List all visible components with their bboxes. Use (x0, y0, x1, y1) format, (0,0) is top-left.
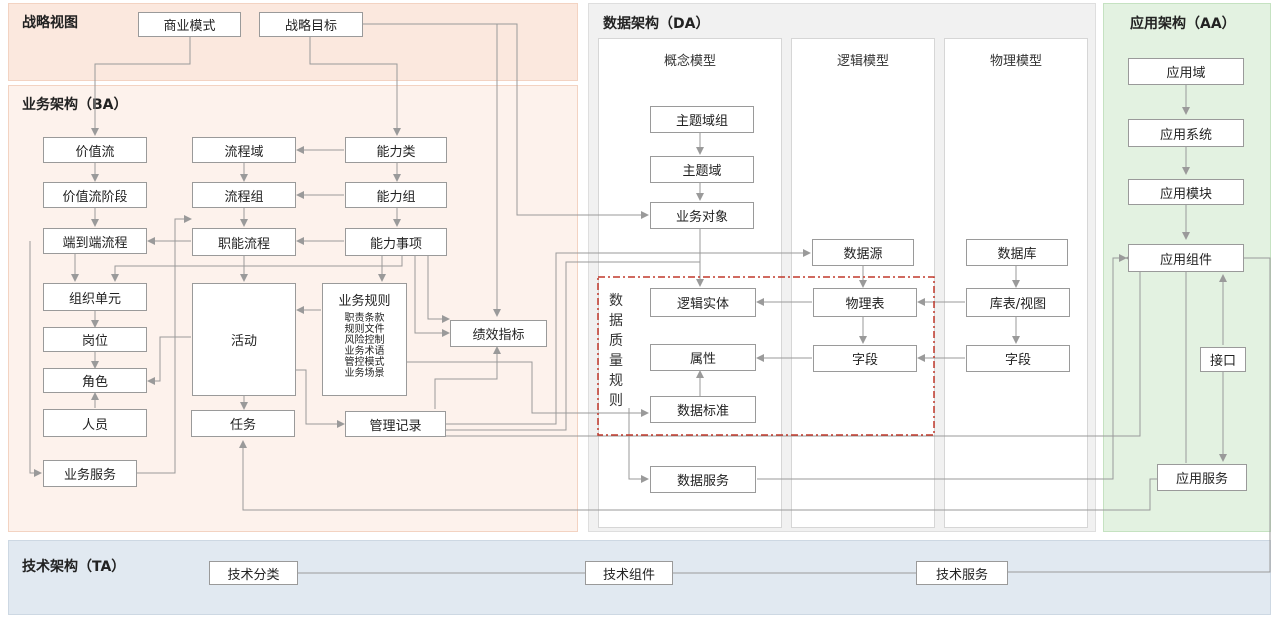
node-task[interactable]: 任务 (191, 410, 295, 437)
node-database[interactable]: 数据库 (966, 239, 1068, 266)
node-interface[interactable]: 接口 (1200, 347, 1246, 372)
node-business-rules[interactable]: 业务规则 职责条款 规则文件 风险控制 业务术语 管控模式 业务场景 (322, 283, 407, 396)
node-business-service[interactable]: 业务服务 (43, 460, 137, 487)
node-functional-process[interactable]: 职能流程 (192, 228, 296, 256)
node-management-record[interactable]: 管理记录 (345, 411, 446, 437)
business-rules-item: 职责条款 (344, 313, 385, 324)
da-title: 数据架构（DA） (603, 16, 710, 32)
node-process-domain[interactable]: 流程域 (192, 137, 296, 163)
node-activity[interactable]: 活动 (192, 283, 296, 396)
node-table-view[interactable]: 库表/视图 (966, 288, 1070, 317)
node-data-service[interactable]: 数据服务 (650, 466, 756, 493)
node-subject-area[interactable]: 主题域 (650, 156, 754, 183)
data-quality-rules-label: 数据质量规则 (609, 293, 623, 409)
business-rules-item: 业务术语 (344, 346, 385, 357)
node-value-stream[interactable]: 价值流 (43, 137, 147, 163)
business-rules-title: 业务规则 (338, 294, 391, 309)
aa-title: 应用架构（AA） (1130, 16, 1236, 32)
node-tech-service[interactable]: 技术服务 (916, 561, 1008, 585)
business-rules-item: 管控模式 (344, 357, 385, 368)
node-position[interactable]: 岗位 (43, 327, 147, 352)
node-field-physical[interactable]: 字段 (966, 345, 1070, 372)
node-tech-component[interactable]: 技术组件 (585, 561, 673, 585)
business-rules-item: 业务场景 (344, 368, 385, 379)
ba-title: 业务架构（BA） (22, 97, 128, 113)
node-app-module[interactable]: 应用模块 (1128, 179, 1244, 205)
node-data-standard[interactable]: 数据标准 (650, 396, 756, 423)
node-capability-group[interactable]: 能力组 (345, 182, 447, 208)
node-business-object[interactable]: 业务对象 (650, 202, 754, 229)
node-business-model[interactable]: 商业模式 (138, 12, 241, 37)
business-rules-item: 风险控制 (344, 335, 385, 346)
business-rules-item: 规则文件 (344, 324, 385, 335)
node-org-unit[interactable]: 组织单元 (43, 283, 147, 311)
node-attribute[interactable]: 属性 (650, 344, 756, 371)
node-app-system[interactable]: 应用系统 (1128, 119, 1244, 147)
node-app-component[interactable]: 应用组件 (1128, 244, 1244, 272)
ta-title: 技术架构（TA） (22, 559, 126, 575)
node-logical-entity[interactable]: 逻辑实体 (650, 288, 756, 317)
node-data-source[interactable]: 数据源 (812, 239, 914, 266)
node-role[interactable]: 角色 (43, 368, 147, 393)
node-capability-class[interactable]: 能力类 (345, 137, 447, 163)
node-value-stream-stage[interactable]: 价值流阶段 (43, 182, 147, 208)
node-app-service[interactable]: 应用服务 (1157, 464, 1247, 491)
node-performance-indicator[interactable]: 绩效指标 (450, 320, 547, 347)
node-e2e-process[interactable]: 端到端流程 (43, 228, 147, 254)
node-app-domain[interactable]: 应用域 (1128, 58, 1244, 85)
node-personnel[interactable]: 人员 (43, 409, 147, 437)
node-process-group[interactable]: 流程组 (192, 182, 296, 208)
strategy-title: 战略视图 (22, 15, 78, 31)
node-strategic-goal[interactable]: 战略目标 (259, 12, 363, 37)
conceptual-model-title: 概念模型 (663, 54, 717, 69)
node-physical-table[interactable]: 物理表 (813, 288, 917, 317)
node-capability-item[interactable]: 能力事项 (345, 228, 447, 256)
physical-model-title: 物理模型 (989, 54, 1043, 69)
node-tech-category[interactable]: 技术分类 (209, 561, 298, 585)
logical-model-title: 逻辑模型 (836, 54, 890, 69)
node-field-logical[interactable]: 字段 (813, 345, 917, 372)
node-subject-area-group[interactable]: 主题域组 (650, 106, 754, 133)
data-quality-dashed-frame (597, 276, 935, 436)
